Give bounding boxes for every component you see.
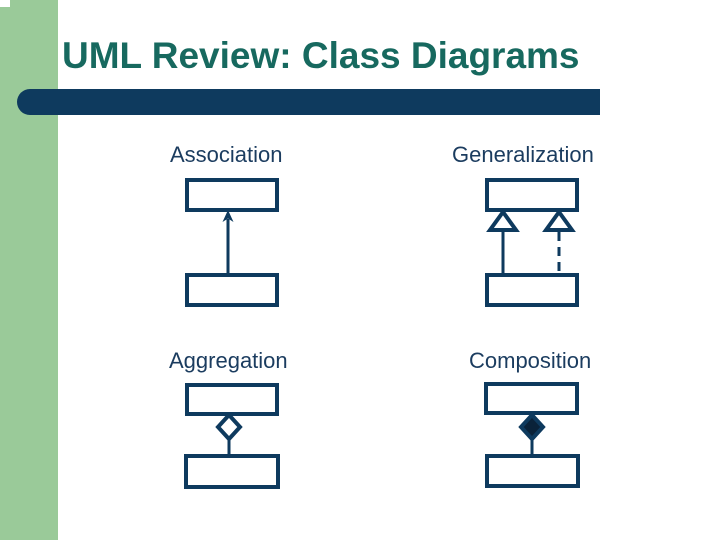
association-label: Association [170,142,283,167]
aggregation-label: Aggregation [169,348,288,373]
left-accent-stripe [0,0,58,540]
association-diagram [185,178,279,307]
slide-title: UML Review: Class Diagrams [62,35,580,76]
composition-diagram [484,382,580,488]
class-box [484,382,579,415]
open-arrowhead-icon [222,210,234,222]
hollow-triangle-icon [542,208,576,232]
class-box [185,273,279,307]
hollow-diamond-icon [215,412,243,442]
class-box [485,273,579,307]
title-underline-bar [17,89,600,115]
hollow-triangle-icon [486,208,520,232]
composition-label: Composition [469,348,592,373]
class-box [485,178,579,212]
class-box [185,383,279,416]
generalization-label: Generalization [452,142,594,167]
generalization-diagram [485,178,579,307]
class-box [184,454,280,489]
filled-diamond-icon [518,412,546,442]
class-box [485,454,580,488]
top-left-white-notch [0,0,10,7]
class-box [185,178,279,212]
aggregation-diagram [184,383,280,489]
